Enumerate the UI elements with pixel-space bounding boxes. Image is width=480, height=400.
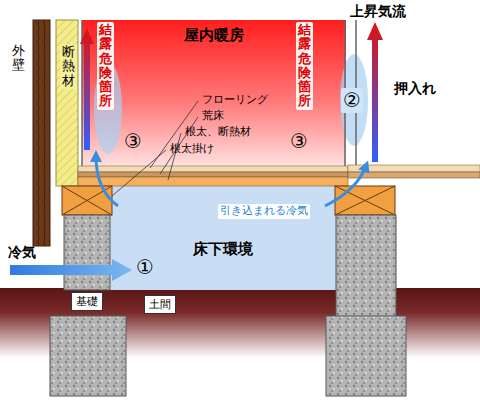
layer-label: フローリング [202, 94, 268, 107]
callout-number: ③ [124, 130, 142, 153]
node-text: 基礎 [76, 294, 98, 309]
layer-label: 根太掛け [170, 143, 214, 156]
condensation-risk-label: 結露危険箇所 [97, 22, 114, 110]
cold-air-drawn-label: 引き込まれる冷気 [218, 204, 310, 219]
node-text: 土間 [149, 297, 171, 312]
layer-label: 根太、断熱材 [185, 126, 251, 139]
earth-floor-tag: 土間 [144, 295, 176, 314]
condensation-risk-label: 結露危険箇所 [296, 22, 313, 110]
updraft-label: 上昇気流 [350, 3, 406, 19]
callout-number: ③ [290, 130, 308, 153]
insulation-label: 断熱材 [60, 44, 77, 89]
callout-number: ② [341, 88, 363, 113]
foundation-tag: 基礎 [71, 292, 103, 311]
closet-label: 押入れ [394, 80, 436, 96]
cold-air-label: 冷気 [8, 244, 36, 260]
outer-wall-label: 外壁 [12, 44, 25, 73]
layer-label: 荒床 [202, 110, 224, 123]
callout-number: ① [136, 256, 154, 279]
